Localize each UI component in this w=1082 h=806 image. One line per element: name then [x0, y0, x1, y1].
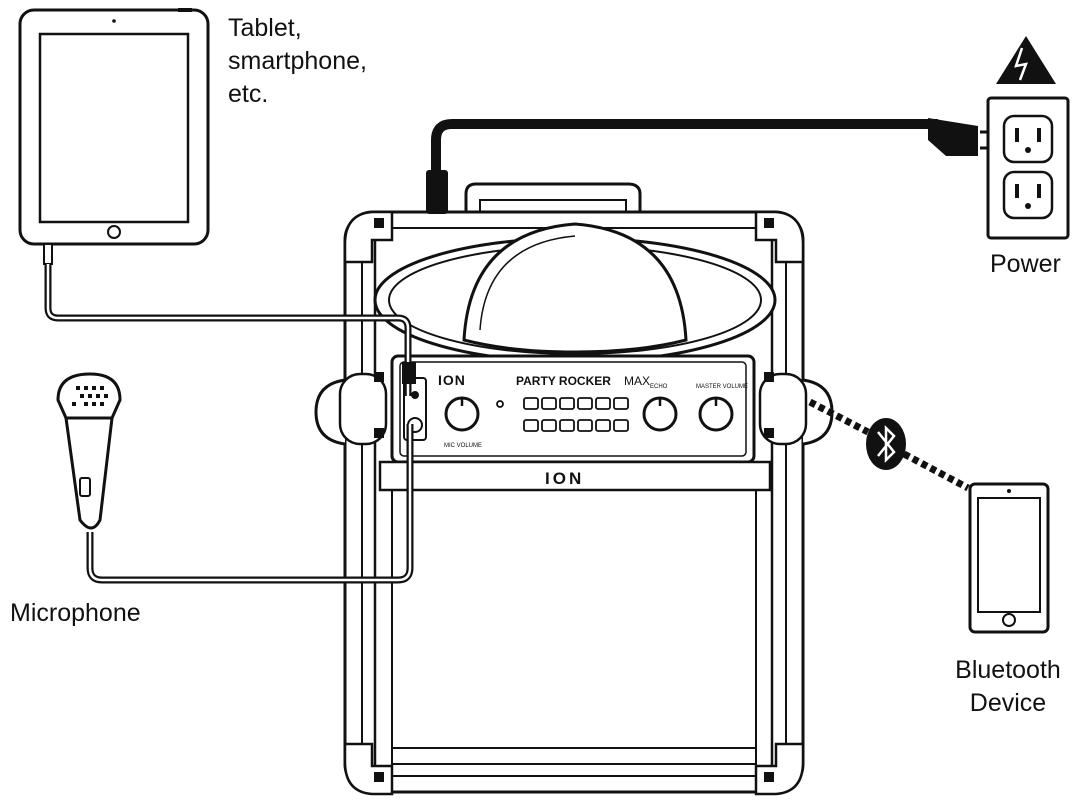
power-outlet	[986, 36, 1070, 240]
bluetooth-phone	[968, 482, 1050, 634]
microphone	[56, 372, 122, 530]
master-volume-knob	[698, 396, 734, 432]
front-logo: ION	[545, 469, 584, 488]
tablet-label: Tablet, smartphone, etc.	[228, 12, 367, 111]
tablet-label-line3: etc.	[228, 80, 269, 108]
power-label: Power	[990, 250, 1061, 278]
tablet-device	[18, 8, 210, 246]
label-master-volume: MASTER VOLUME	[696, 384, 748, 390]
button-grid	[496, 397, 629, 432]
echo-knob	[642, 396, 678, 432]
power-cable	[426, 118, 992, 214]
microphone-cable	[86, 424, 414, 584]
panel-product-suffix: MAX	[624, 374, 650, 388]
tablet-label-line1: Tablet,	[228, 14, 302, 42]
bluetooth-device-label: Bluetooth Device	[940, 654, 1076, 720]
panel-product: PARTY ROCKER	[516, 374, 611, 388]
panel-brand: ION	[438, 372, 466, 388]
microphone-label: Microphone	[10, 599, 141, 627]
tablet-label-line2: smartphone,	[228, 47, 367, 75]
bluetooth-link	[808, 398, 970, 492]
party-rocker-speaker: ION PARTY ROCKER MAX MIC VOLUME ECHO MAS…	[314, 182, 834, 796]
bluetooth-label-line1: Bluetooth	[955, 656, 1061, 684]
label-mic-volume: MIC VOLUME	[444, 443, 482, 449]
aux-cable	[43, 243, 416, 396]
label-echo: ECHO	[650, 384, 668, 390]
bluetooth-label-line2: Device	[969, 689, 1047, 717]
mic-volume-knob	[444, 396, 480, 432]
